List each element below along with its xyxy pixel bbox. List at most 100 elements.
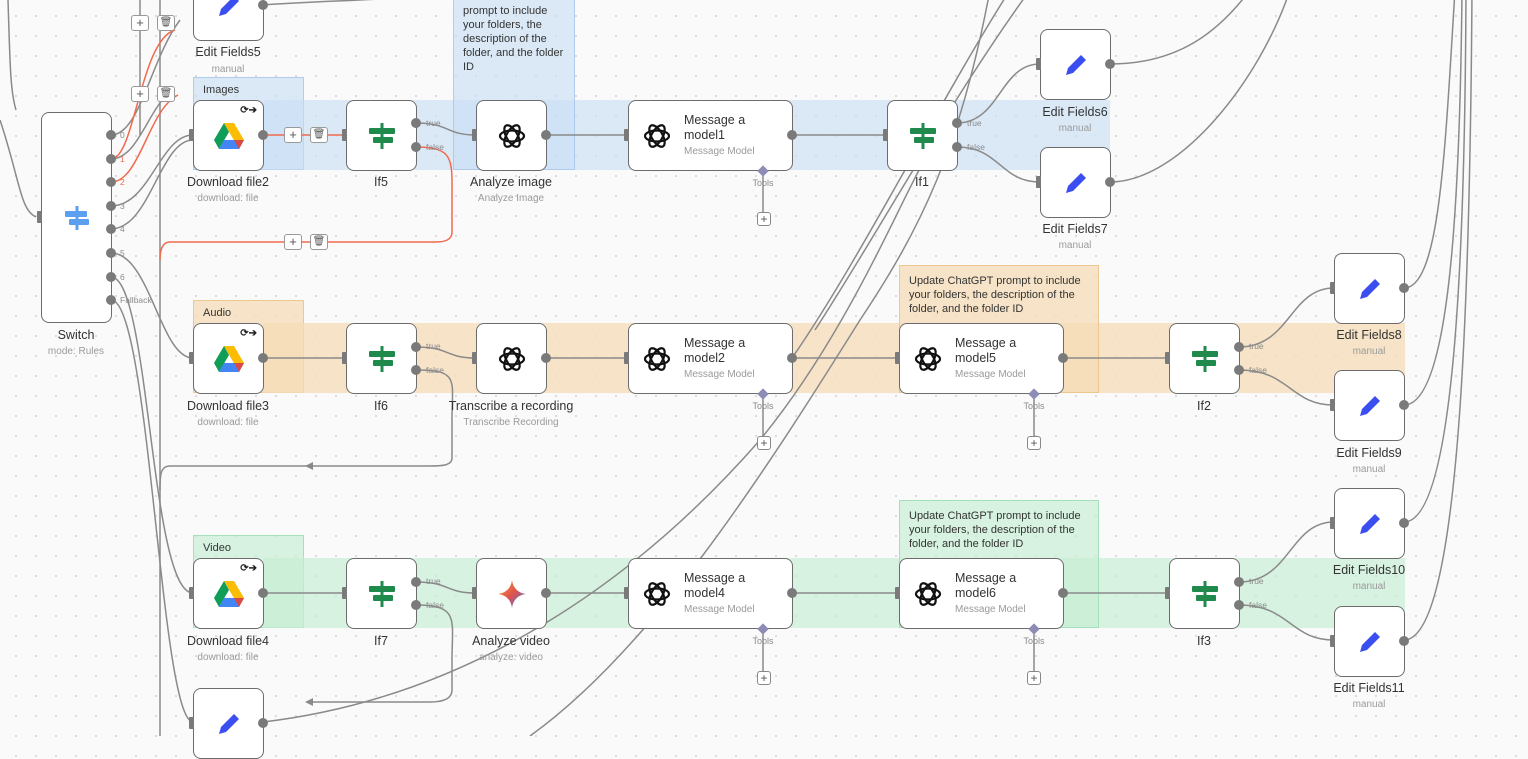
- edit-fields11-input[interactable]: [1330, 635, 1335, 647]
- message-model1-input[interactable]: [624, 129, 629, 141]
- download-file3-output[interactable]: [258, 353, 268, 363]
- edge-delete-button[interactable]: 🗑: [310, 234, 328, 250]
- if1-output-false[interactable]: [952, 142, 962, 152]
- edge-delete-button[interactable]: 🗑: [310, 127, 328, 143]
- switch-output-3[interactable]: [106, 201, 116, 211]
- message-model4-output[interactable]: [787, 588, 797, 598]
- download-file3-input[interactable]: [189, 352, 194, 364]
- if7-input[interactable]: [342, 587, 347, 599]
- switch-node[interactable]: [41, 112, 112, 323]
- message-model2-input[interactable]: [624, 352, 629, 364]
- add-tool-button[interactable]: +: [1027, 671, 1041, 685]
- switch-output-0[interactable]: [106, 130, 116, 140]
- edit-fields11-output[interactable]: [1399, 636, 1409, 646]
- switch-output-5[interactable]: [106, 248, 116, 258]
- analyze-image-input[interactable]: [472, 129, 477, 141]
- download-file4-node[interactable]: ⟳➔: [193, 558, 264, 629]
- edit-fields7-node[interactable]: [1040, 147, 1111, 218]
- download-file2-node[interactable]: ⟳➔: [193, 100, 264, 171]
- switch-output-4[interactable]: [106, 224, 116, 234]
- analyze-video-output[interactable]: [541, 588, 551, 598]
- edit-fields5-output[interactable]: [258, 0, 268, 10]
- edit-fields9-input[interactable]: [1330, 399, 1335, 411]
- edit-fields8-output[interactable]: [1399, 283, 1409, 293]
- download-file4-output[interactable]: [258, 588, 268, 598]
- download-file2-input[interactable]: [189, 129, 194, 141]
- if5-output-true[interactable]: [411, 118, 421, 128]
- edge-delete-button[interactable]: 🗑: [157, 86, 175, 102]
- transcribe-input[interactable]: [472, 352, 477, 364]
- message-model4-input[interactable]: [624, 587, 629, 599]
- switch-output-1[interactable]: [106, 154, 116, 164]
- edit-fields6-output[interactable]: [1105, 59, 1115, 69]
- analyze-video-node[interactable]: [476, 558, 547, 629]
- if1-input[interactable]: [883, 129, 888, 141]
- add-tool-button[interactable]: +: [757, 436, 771, 450]
- edit-fields11-node[interactable]: [1334, 606, 1405, 677]
- message-model5-output[interactable]: [1058, 353, 1068, 363]
- if7-output-true[interactable]: [411, 577, 421, 587]
- if3-node[interactable]: [1169, 558, 1240, 629]
- edit-fields5-node[interactable]: [193, 0, 264, 41]
- if2-node[interactable]: [1169, 323, 1240, 394]
- if5-input[interactable]: [342, 129, 347, 141]
- if2-output-false[interactable]: [1234, 365, 1244, 375]
- if3-output-false[interactable]: [1234, 600, 1244, 610]
- edit-fields10-node[interactable]: [1334, 488, 1405, 559]
- message-model1-output[interactable]: [787, 130, 797, 140]
- if1-output-true[interactable]: [952, 118, 962, 128]
- if7-output-false[interactable]: [411, 600, 421, 610]
- add-tool-button[interactable]: +: [757, 671, 771, 685]
- edit-fields10-output[interactable]: [1399, 518, 1409, 528]
- edit-fields6-input[interactable]: [1036, 58, 1041, 70]
- message-model2-output[interactable]: [787, 353, 797, 363]
- if5-output-false[interactable]: [411, 142, 421, 152]
- edit-fields10-input[interactable]: [1330, 517, 1335, 529]
- edit-fields7-output[interactable]: [1105, 177, 1115, 187]
- edge-add-button[interactable]: +: [131, 86, 149, 102]
- add-tool-button[interactable]: +: [757, 212, 771, 226]
- edit-fields9-output[interactable]: [1399, 400, 1409, 410]
- download-file2-output[interactable]: [258, 130, 268, 140]
- edge-add-button[interactable]: +: [284, 127, 302, 143]
- edit-fields-bottom-node[interactable]: [193, 688, 264, 759]
- transcribe-output[interactable]: [541, 353, 551, 363]
- if6-input[interactable]: [342, 352, 347, 364]
- edge-add-button[interactable]: +: [284, 234, 302, 250]
- if7-node[interactable]: [346, 558, 417, 629]
- if1-node[interactable]: [887, 100, 958, 171]
- if3-input[interactable]: [1165, 587, 1170, 599]
- edit-fields-bottom-input[interactable]: [189, 717, 194, 729]
- switch-output-6[interactable]: [106, 272, 116, 282]
- message-model6-output[interactable]: [1058, 588, 1068, 598]
- edit-fields9-node[interactable]: [1334, 370, 1405, 441]
- transcribe-node[interactable]: [476, 323, 547, 394]
- if6-node[interactable]: [346, 323, 417, 394]
- edit-fields8-node[interactable]: [1334, 253, 1405, 324]
- analyze-image-node[interactable]: [476, 100, 547, 171]
- edge-add-button[interactable]: +: [131, 15, 149, 31]
- switch-output-fallback[interactable]: [106, 295, 116, 305]
- switch-output-2[interactable]: [106, 177, 116, 187]
- edge-delete-button[interactable]: 🗑: [157, 15, 175, 31]
- message-model6-input[interactable]: [895, 587, 900, 599]
- if6-output-false[interactable]: [411, 365, 421, 375]
- analyze-image-output[interactable]: [541, 130, 551, 140]
- edit-fields6-node[interactable]: [1040, 29, 1111, 100]
- if2-output-true[interactable]: [1234, 342, 1244, 352]
- edit-fields8-input[interactable]: [1330, 282, 1335, 294]
- if5-node[interactable]: [346, 100, 417, 171]
- message-model5-input[interactable]: [895, 352, 900, 364]
- analyze-video-input[interactable]: [472, 587, 477, 599]
- if6-output-true[interactable]: [411, 342, 421, 352]
- edit-fields-bottom-output[interactable]: [258, 718, 268, 728]
- download-file3-node[interactable]: ⟳➔: [193, 323, 264, 394]
- if3-output-true[interactable]: [1234, 577, 1244, 587]
- add-tool-button[interactable]: +: [1027, 436, 1041, 450]
- edit-fields7-input[interactable]: [1036, 176, 1041, 188]
